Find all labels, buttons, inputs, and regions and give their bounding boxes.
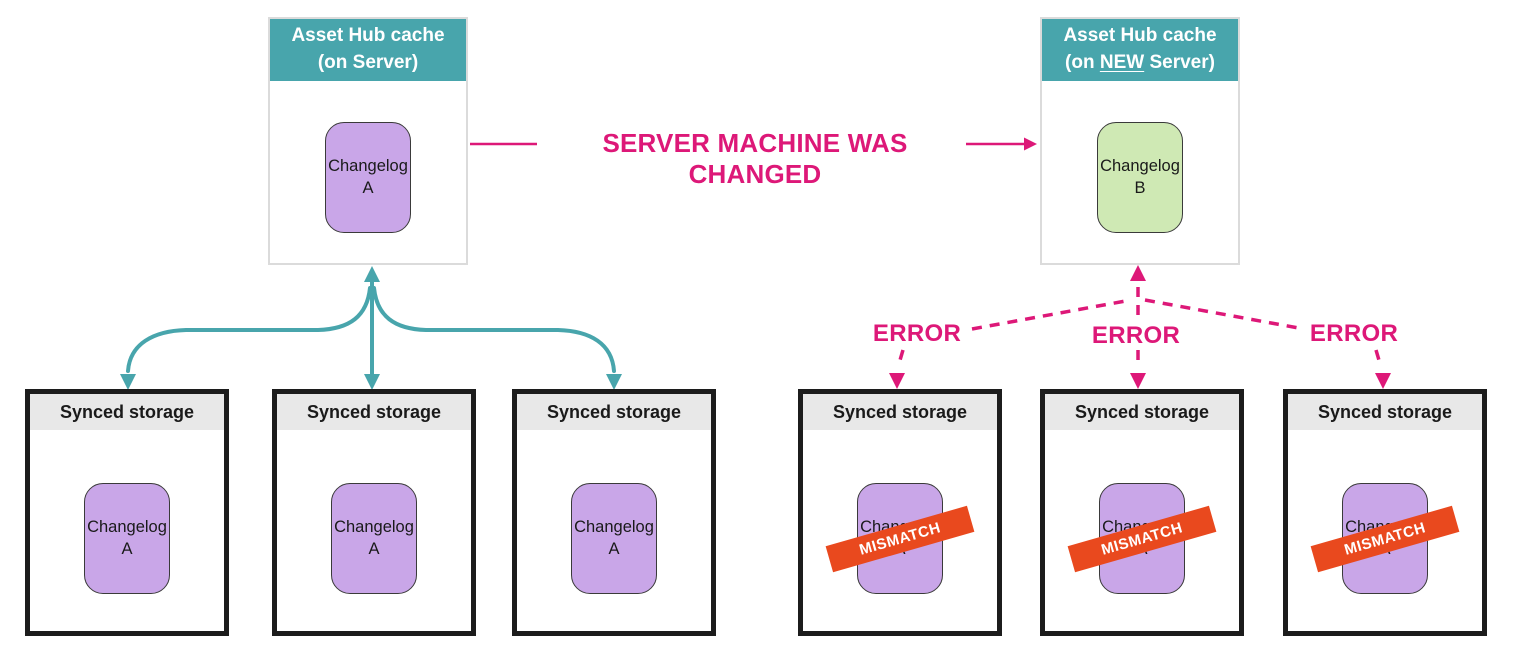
synced-storage-box: Synced storage Changelog A MISMATCH: [798, 389, 1002, 636]
error-down-stem: [896, 349, 905, 368]
hub-title-line2: (on Server): [317, 52, 419, 73]
hub-title-highlight: NEW: [1099, 52, 1145, 73]
server-changed-label: SERVER MACHINE WAS CHANGED: [602, 128, 908, 189]
arrowhead-down-icon: [1130, 373, 1146, 389]
synced-storage-box: Synced storage Changelog A: [25, 389, 229, 636]
teal-arrowheads: [120, 266, 622, 390]
teal-left-branch: [126, 286, 372, 373]
teal-right-branch: [372, 286, 616, 373]
synced-storage-box: Synced storage Changelog A: [512, 389, 716, 636]
error-down-stem: [1374, 349, 1383, 368]
changelog-chip: Changelog A: [84, 483, 170, 594]
pink-arrowheads: [889, 265, 1391, 389]
hub-title-suffix: Server): [1144, 52, 1215, 73]
storage-header: Synced storage: [30, 394, 224, 430]
arrowhead-up-icon: [364, 266, 380, 282]
synced-storage-box: Synced storage Changelog A MISMATCH: [1283, 389, 1487, 636]
storage-header: Synced storage: [517, 394, 711, 430]
error-dashed-connector: [896, 280, 1383, 368]
changelog-chip: Changelog A: [571, 483, 657, 594]
arrowhead-right-icon: [1024, 137, 1037, 151]
error-label: ERROR: [1309, 320, 1399, 347]
arrowhead-down-icon: [364, 374, 380, 390]
synced-storage-box: Synced storage Changelog A MISMATCH: [1040, 389, 1244, 636]
teal-fanout-connector: [126, 272, 616, 384]
error-label: ERROR: [1091, 322, 1181, 349]
hub-title-prefix: (on: [1065, 52, 1100, 73]
asset-hub-box-left: Asset Hub cache (on Server) Changelog A: [268, 17, 468, 265]
error-label: ERROR: [872, 320, 962, 347]
chip-label-line1: Changelog: [1100, 157, 1180, 176]
hub-title-line2: (on NEW Server): [1042, 50, 1238, 77]
storage-header: Synced storage: [277, 394, 471, 430]
asset-hub-box-right: Asset Hub cache (on NEW Server) Changelo…: [1040, 17, 1240, 265]
error-left-diagonal: [971, 298, 1132, 331]
chip-label-line1: Changelog: [87, 518, 167, 537]
chip-label-line1: Changelog: [334, 518, 414, 537]
asset-hub-header: Asset Hub cache (on Server): [270, 19, 466, 81]
arrowhead-up-icon: [1130, 265, 1146, 281]
chip-label-line2: A: [608, 539, 620, 558]
hub-title-line1: Asset Hub cache: [1063, 25, 1217, 47]
chip-label-line2: A: [368, 539, 380, 558]
storage-header: Synced storage: [1045, 394, 1239, 430]
storage-header: Synced storage: [1288, 394, 1482, 430]
hub-title-line1: Asset Hub cache: [291, 25, 445, 47]
arrowhead-down-icon: [120, 374, 136, 390]
synced-storage-box: Synced storage Changelog A: [272, 389, 476, 636]
chip-label-line2: A: [121, 539, 133, 558]
changelog-chip: Changelog A: [331, 483, 417, 594]
arrowhead-down-icon: [606, 374, 622, 390]
chip-label-line2: A: [362, 178, 374, 197]
error-right-diagonal: [1144, 298, 1305, 331]
chip-label-line1: Changelog: [328, 157, 408, 176]
arrowhead-down-icon: [1375, 373, 1391, 389]
arrowhead-down-icon: [889, 373, 905, 389]
changelog-chip: Changelog A: [325, 122, 411, 233]
chip-label-line2: B: [1134, 178, 1146, 197]
asset-hub-header: Asset Hub cache (on NEW Server): [1042, 19, 1238, 81]
storage-header: Synced storage: [803, 394, 997, 430]
chip-label-line1: Changelog: [574, 518, 654, 537]
changelog-chip: Changelog B: [1097, 122, 1183, 233]
